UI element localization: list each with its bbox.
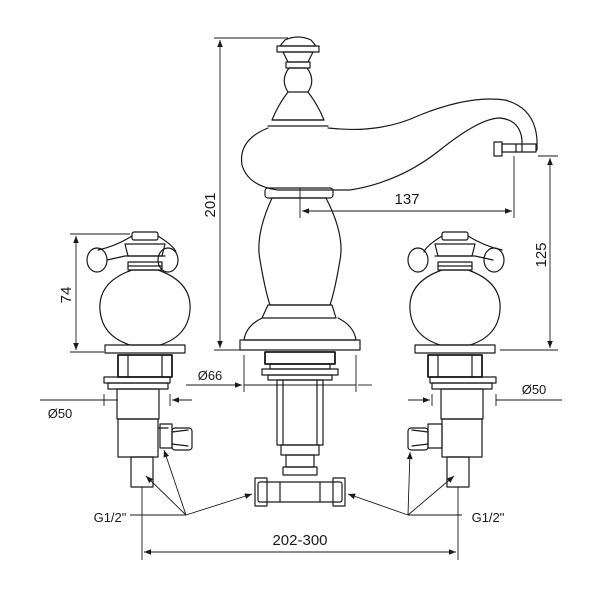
dimension-74: 74: [58, 233, 130, 353]
dimension-202-300: 202-300: [141, 487, 459, 560]
connection-right-leaders: G1/2": [347, 451, 505, 525]
spout-assembly: [239, 36, 538, 507]
dimension-d50-left-label: Ø50: [48, 406, 73, 421]
dimension-202-300-label: 202-300: [272, 532, 327, 549]
dimension-125-label: 125: [533, 242, 550, 267]
dimension-201: 201: [202, 37, 288, 351]
dimension-137: 137: [299, 156, 515, 218]
dimension-d66: Ø66: [186, 355, 372, 392]
dimension-d50-right: Ø50: [408, 382, 562, 406]
dimension-d66-label: Ø66: [198, 368, 223, 383]
left-handle-assembly: [86, 231, 193, 488]
dimension-125: 125: [500, 155, 558, 351]
dimension-d50-left: Ø50: [40, 394, 192, 421]
connection-right-label: G1/2": [472, 510, 505, 525]
dimension-137-label: 137: [394, 191, 419, 208]
dimension-201-label: 201: [202, 192, 219, 217]
connection-left-label: G1/2": [94, 510, 127, 525]
dimension-d50-right-label: Ø50: [522, 382, 547, 397]
connection-left-leaders: G1/2": [94, 449, 253, 525]
right-handle-assembly: [407, 231, 505, 488]
dimension-74-label: 74: [58, 287, 75, 304]
